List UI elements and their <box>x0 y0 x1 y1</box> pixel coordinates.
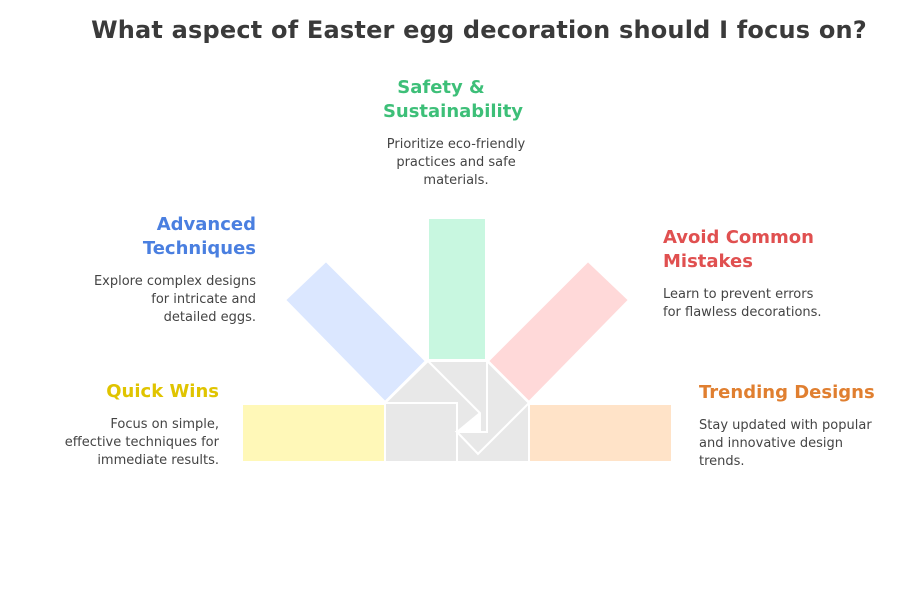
desc-line: detailed eggs. <box>163 310 256 325</box>
arm-quick-wins <box>241 403 386 463</box>
desc-line: Focus on simple, <box>110 417 219 432</box>
desc-line: immediate results. <box>97 453 219 468</box>
segment-quick-wins: Quick Wins Focus on simple, effective te… <box>20 380 219 470</box>
desc-line: for flawless decorations. <box>663 305 822 320</box>
segment-description: Explore complex designs for intricate an… <box>60 273 256 327</box>
segment-heading: Quick Wins <box>20 380 219 404</box>
segment-description: Learn to prevent errors for flawless dec… <box>663 286 883 322</box>
segment-description: Stay updated with popular and innovative… <box>699 417 909 471</box>
segment-advanced-techniques: Advanced Techniques Explore complex desi… <box>60 213 256 327</box>
desc-line: materials. <box>423 173 489 188</box>
desc-line: Stay updated with popular <box>699 418 872 433</box>
heading-line: Techniques <box>142 238 256 259</box>
desc-line: and innovative design <box>699 436 843 451</box>
heading-line: Quick Wins <box>106 381 219 402</box>
desc-line: Prioritize eco-friendly <box>386 137 526 152</box>
segment-heading: Advanced Techniques <box>60 213 256 261</box>
desc-line: effective techniques for <box>64 435 219 450</box>
arm-safety-sustainability <box>427 217 487 361</box>
desc-line: Explore complex designs <box>93 274 256 289</box>
segment-heading: Avoid Common Mistakes <box>663 226 883 274</box>
hub-left <box>384 402 458 463</box>
heading-line: Avoid Common <box>663 227 814 248</box>
desc-line: trends. <box>699 454 745 469</box>
heading-line: Safety & <box>397 77 485 98</box>
desc-line: for intricate and <box>151 292 256 307</box>
arm-trending-designs <box>528 403 673 463</box>
hub-upper-left <box>382 359 482 435</box>
desc-line: Learn to prevent errors <box>663 287 814 302</box>
heading-line: Mistakes <box>663 251 753 272</box>
segment-heading: Safety & Sustainability <box>352 76 560 124</box>
heading-line: Advanced <box>156 214 256 235</box>
segment-description: Prioritize eco-friendly practices and sa… <box>352 136 560 190</box>
arm-advanced-techniques <box>283 259 428 404</box>
segment-avoid-common-mistakes: Avoid Common Mistakes Learn to prevent e… <box>663 226 883 322</box>
segment-heading: Trending Designs <box>699 381 909 405</box>
heading-line: Sustainability <box>382 101 524 122</box>
arm-avoid-common-mistakes <box>486 259 631 404</box>
desc-line: practices and safe <box>396 155 516 170</box>
segment-safety-sustainability: Safety & Sustainability Prioritize eco-f… <box>352 76 560 190</box>
heading-line: Trending Designs <box>699 382 875 403</box>
segment-trending-designs: Trending Designs Stay updated with popul… <box>699 381 909 471</box>
diagram-title: What aspect of Easter egg decoration sho… <box>91 16 867 44</box>
segment-description: Focus on simple, effective techniques fo… <box>20 416 219 470</box>
